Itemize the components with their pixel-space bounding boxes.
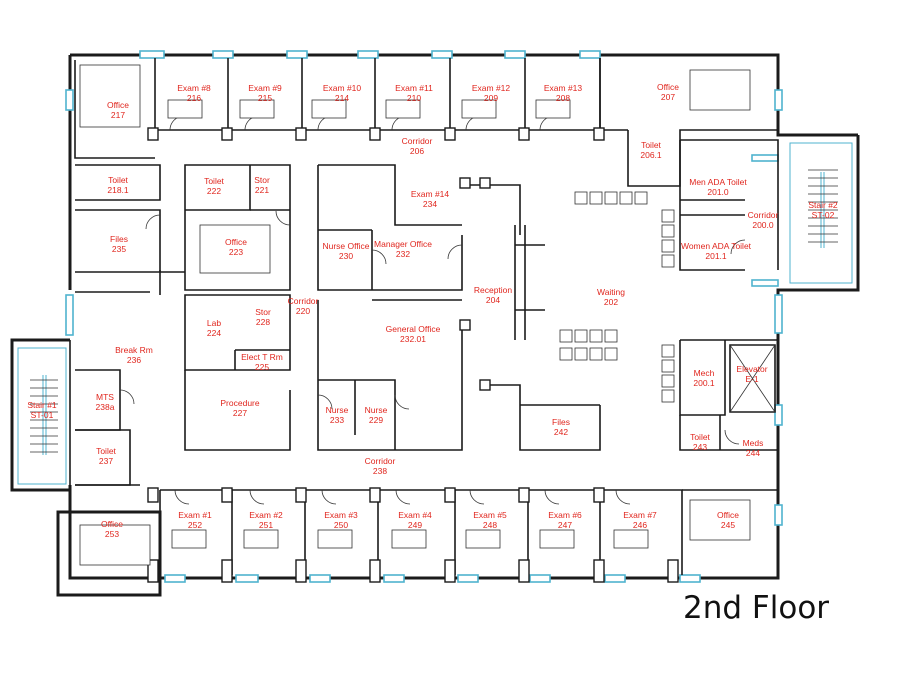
stair-treads — [17, 142, 853, 485]
structural-columns — [147, 127, 679, 583]
door-swings — [119, 115, 746, 505]
floor-title: 2nd Floor — [683, 590, 830, 626]
windows — [65, 50, 783, 583]
furniture — [79, 64, 751, 566]
